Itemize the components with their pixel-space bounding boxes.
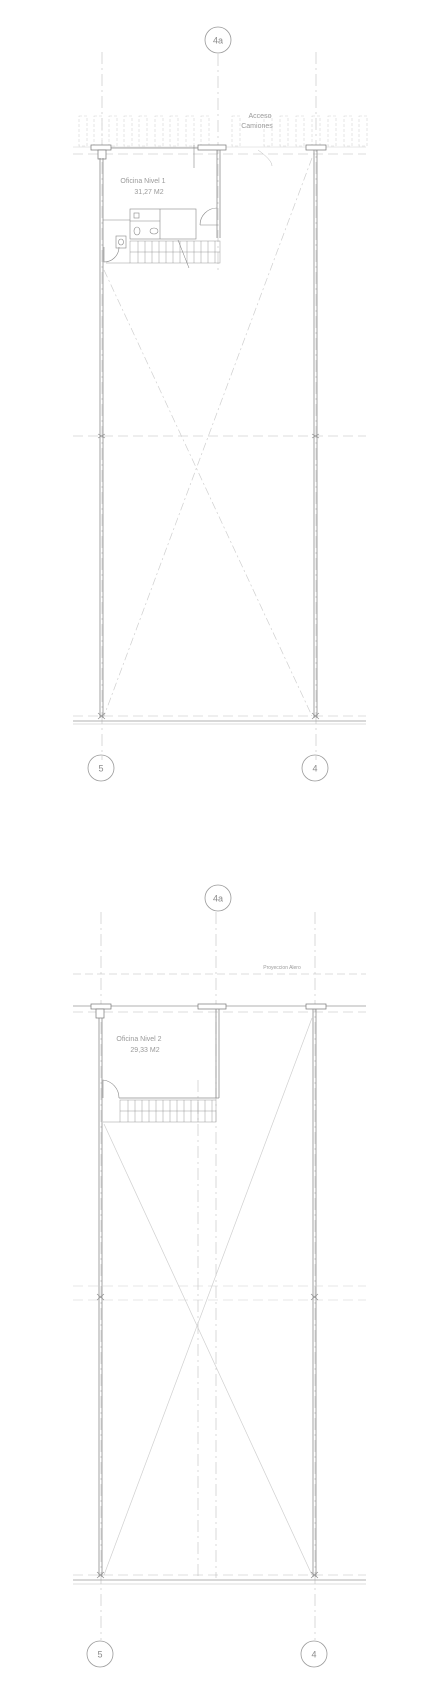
- stair-level-2: [103, 1099, 217, 1123]
- door-level-1: [103, 207, 218, 263]
- gate-swing-arc: [257, 149, 273, 167]
- columns-top: [90, 144, 327, 160]
- plan-level-2: 4a Proyeccion Alero Oficina Niv: [73, 884, 366, 1668]
- axis-label-4-level-2: 4: [311, 1650, 316, 1660]
- axis-bubble-4-level-2: 4: [300, 1640, 328, 1668]
- building-walls-level-2: [98, 1009, 317, 1577]
- axis-label-4: 4: [312, 764, 317, 774]
- mid-column-marks: [97, 433, 320, 439]
- axis-bubble-5-level-2: 5: [86, 1640, 114, 1668]
- room-area-level-1: 31,27 M2: [134, 189, 163, 196]
- void-diagonals: [103, 157, 313, 717]
- axis-bubble-5-level-1: 5: [87, 754, 115, 782]
- door-level-2: [102, 1079, 120, 1099]
- axis-label-4a-level-2: 4a: [213, 894, 223, 904]
- bathroom-core: [103, 208, 197, 249]
- plan-level-1: 4a Acceso Cami: [73, 26, 368, 782]
- axis-label-5: 5: [98, 764, 103, 774]
- axis-label-5-level-2: 5: [97, 1650, 102, 1660]
- axis-bubble-4a-top: 4a: [204, 26, 232, 54]
- note-proyeccion-alero: Proyeccion Alero: [263, 965, 301, 971]
- stair-level-1: [106, 239, 221, 269]
- mid-column-marks-level-2: [96, 1293, 319, 1301]
- bottom-column-marks: [97, 712, 320, 720]
- void-diagonals-level-2: [103, 1017, 313, 1576]
- mid-grid-lines-level-2: [73, 1285, 366, 1301]
- axis-bubble-4-level-1: 4: [301, 754, 329, 782]
- bottom-column-marks-level-2: [96, 1571, 319, 1579]
- room-name-level-1: Oficina Nivel 1: [120, 178, 165, 185]
- vertical-axis-lines-level-2: [100, 912, 316, 1640]
- axis-label-4a: 4a: [213, 36, 223, 46]
- note-camiones: Camiones: [241, 123, 273, 130]
- axis-bubble-4a-top-level-2: 4a: [204, 884, 232, 912]
- room-name-level-2: Oficina Nivel 2: [116, 1036, 161, 1043]
- truck-access-hatching: [78, 115, 368, 147]
- room-area-level-2: 29,33 M2: [130, 1047, 159, 1054]
- vertical-axis-lines: [101, 52, 317, 760]
- building-walls: [99, 147, 318, 718]
- note-acceso: Acceso: [249, 113, 272, 120]
